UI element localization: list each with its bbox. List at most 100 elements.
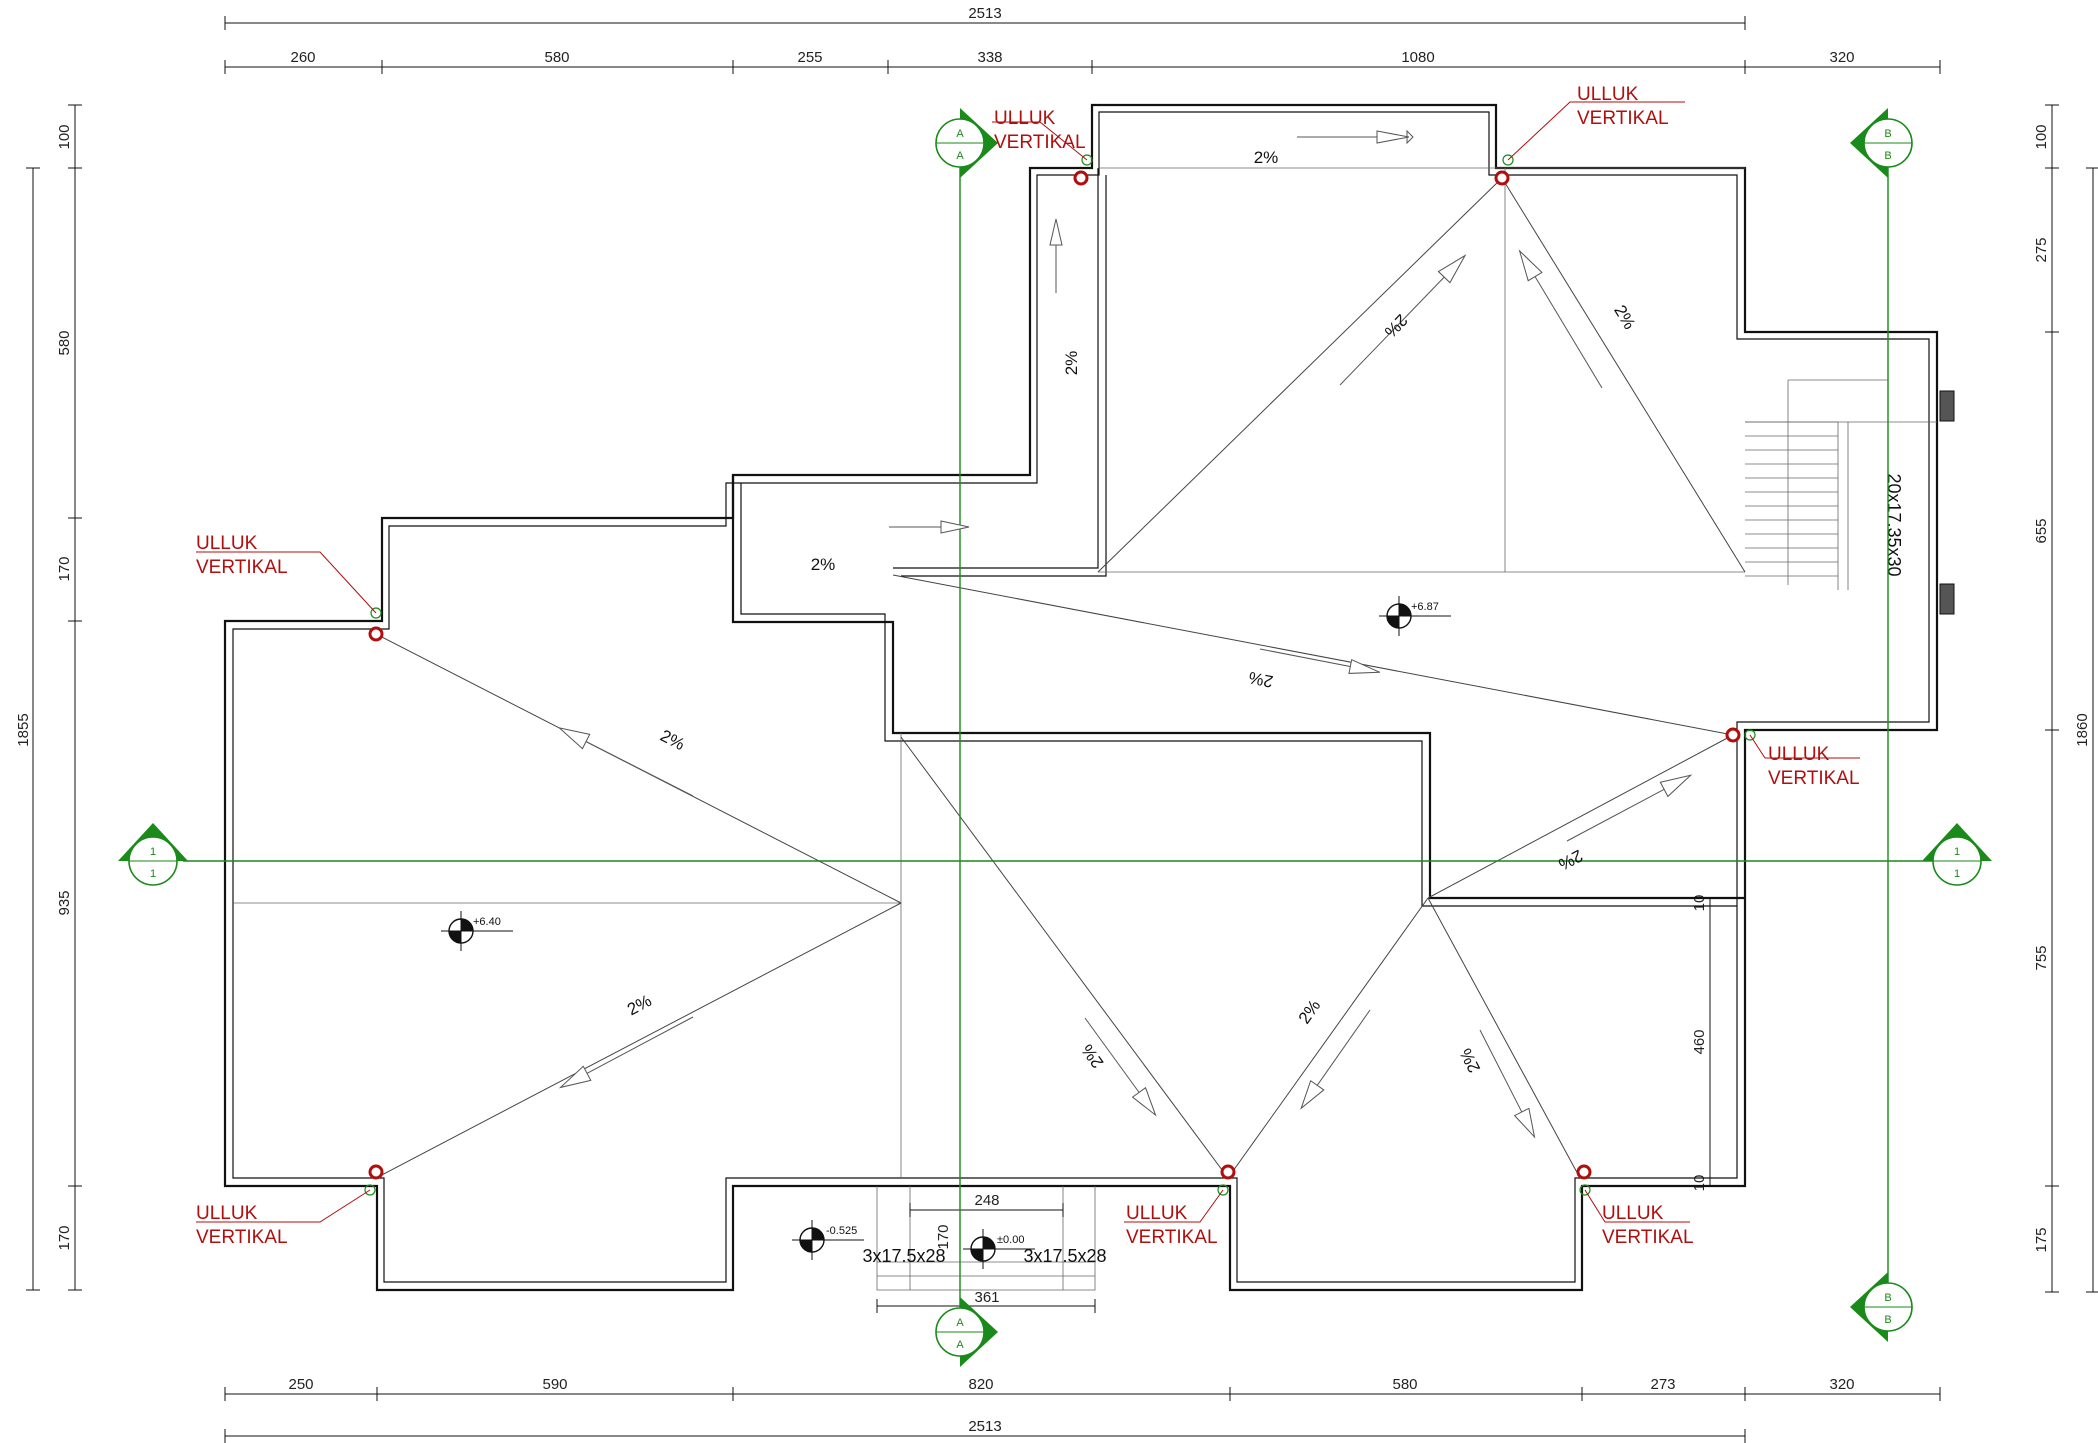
section-a-label: A xyxy=(956,150,964,162)
slope-label: 2% xyxy=(1555,846,1586,874)
section-b-label: B xyxy=(1884,128,1891,140)
elevation-label: +6.87 xyxy=(1411,601,1439,613)
dim-right-total: 1860 xyxy=(2074,713,2091,746)
drain-label: ULLUK xyxy=(1602,1203,1664,1224)
drain-points: ULLUK VERTIKAL ULLUK VERTIKAL ULLUK VERT… xyxy=(196,84,1860,1248)
drain-label: VERTIKAL xyxy=(1577,108,1669,129)
dim-bottom-total: 2513 xyxy=(968,1418,1001,1435)
elevation-label: +6.40 xyxy=(473,916,501,928)
drain-icon xyxy=(1073,170,1089,186)
slope-arrow-icon xyxy=(889,520,970,534)
dim-left-segment: 580 xyxy=(56,330,73,355)
dim-right-segment: 655 xyxy=(2033,518,2050,543)
slope-arrow-icon xyxy=(1479,1029,1536,1139)
dim-top-segment: 338 xyxy=(977,49,1002,66)
drain-label: VERTIKAL xyxy=(196,557,288,578)
dim-inner-460: 460 xyxy=(1691,1029,1708,1054)
dim-stair-170: 170 xyxy=(935,1224,952,1249)
section-marker-a-top: A A xyxy=(935,108,998,178)
drain-icon xyxy=(1220,1164,1236,1180)
slope-arrows xyxy=(557,129,1693,1139)
east-staircase: 20x17.35x30 xyxy=(1745,331,1955,730)
slope-arrow-icon xyxy=(557,727,694,797)
stair-label-south-right: 3x17.5x28 xyxy=(1023,1246,1106,1266)
dim-bottom-segment: 580 xyxy=(1392,1376,1417,1393)
elevation-marker-roof-low: +6.40 xyxy=(441,911,513,951)
slope-arrow-icon xyxy=(1049,218,1063,293)
elevation-label: ±0.00 xyxy=(997,1234,1024,1246)
slope-arrow-icon xyxy=(1566,774,1693,842)
slope-arrow-icon xyxy=(1084,1017,1157,1117)
slope-arrow-icon xyxy=(558,1016,694,1089)
dim-bottom-segment: 820 xyxy=(968,1376,993,1393)
drain-label: VERTIKAL xyxy=(1602,1227,1694,1248)
slope-label: 2% xyxy=(1254,148,1279,167)
drain-label: ULLUK xyxy=(1577,84,1639,105)
slope-label: 2% xyxy=(1078,1041,1108,1072)
slope-label: 2% xyxy=(811,555,836,574)
drain-icon xyxy=(368,1164,384,1180)
section-b-label: B xyxy=(1884,150,1891,162)
dim-left-segment: 100 xyxy=(56,124,73,149)
section-1-label: 1 xyxy=(150,846,156,858)
drain-icon xyxy=(368,626,384,642)
section-marker-1-right: 1 1 xyxy=(1922,823,1992,886)
drain-label: ULLUK xyxy=(1768,744,1830,765)
slope-labels: 2% 2% 2% 2% 2% 2% 2% 2% 2% 2% 2% 2% xyxy=(624,148,1639,1076)
section-1-label: 1 xyxy=(1954,846,1960,858)
dim-left-segment: 935 xyxy=(56,890,73,915)
section-1-label: 1 xyxy=(150,868,156,880)
section-lines xyxy=(183,164,1935,1311)
section-marker-a-bottom: A A xyxy=(935,1297,998,1367)
dim-inner-10: 10 xyxy=(1691,1175,1708,1192)
slope-arrow-icon xyxy=(1297,129,1414,145)
section-marker-1-left: 1 1 xyxy=(118,823,188,886)
stair-label-south-left: 3x17.5x28 xyxy=(862,1246,945,1266)
drain-label: ULLUK xyxy=(1126,1203,1188,1224)
dim-left-segment: 170 xyxy=(56,556,73,581)
slope-label: 2% xyxy=(657,726,688,754)
slope-label: 2% xyxy=(1062,351,1081,376)
drain-icon xyxy=(1494,170,1510,186)
dimension-labels: 2513 260 580 255 338 1080 320 250 590 82… xyxy=(15,5,2091,1435)
dim-top-segment: 260 xyxy=(290,49,315,66)
elevation-marker-entry: -0.525 xyxy=(792,1220,864,1260)
ridge-lines xyxy=(375,177,1746,1179)
drain-label: VERTIKAL xyxy=(196,1227,288,1248)
dim-top-segment: 255 xyxy=(797,49,822,66)
drain-label: ULLUK xyxy=(196,533,258,554)
dim-bottom-segment: 590 xyxy=(542,1376,567,1393)
dim-bottom-segment: 320 xyxy=(1829,1376,1854,1393)
slope-label: 2% xyxy=(1295,996,1325,1027)
dim-bottom-segment: 250 xyxy=(288,1376,313,1393)
section-a-label: A xyxy=(956,1339,964,1351)
elevation-label: -0.525 xyxy=(826,1225,857,1237)
dim-stair-361: 361 xyxy=(974,1289,999,1306)
slope-arrow-icon xyxy=(1300,1009,1371,1110)
section-marker-b-bottom: B B xyxy=(1850,1272,1913,1342)
section-a-label: A xyxy=(956,128,964,140)
drain-label: VERTIKAL xyxy=(994,132,1086,153)
dim-bottom-segment: 273 xyxy=(1650,1376,1675,1393)
dim-right-segment: 175 xyxy=(2033,1227,2050,1252)
section-a-label: A xyxy=(956,1317,964,1329)
drain-label: VERTIKAL xyxy=(1768,768,1860,789)
dim-top-segment: 1080 xyxy=(1401,49,1434,66)
slope-label: 2% xyxy=(1456,1045,1484,1076)
dimension-lines xyxy=(26,16,2098,1443)
dim-stair-248: 248 xyxy=(974,1192,999,1209)
drain-label: VERTIKAL xyxy=(1126,1227,1218,1248)
dim-top-segment: 580 xyxy=(544,49,569,66)
section-marker-b-top: B B xyxy=(1850,108,1913,178)
section-1-label: 1 xyxy=(1954,868,1960,880)
elevation-marker-roof-high: +6.87 xyxy=(1379,596,1451,636)
dim-right-segment: 755 xyxy=(2033,945,2050,970)
section-b-label: B xyxy=(1884,1314,1891,1326)
roof-outline xyxy=(223,103,1939,1292)
slope-label: 2% xyxy=(624,991,655,1019)
dim-right-segment: 100 xyxy=(2033,124,2050,149)
south-entry-stair: 248 170 361 3x17.5x28 3x17.5x28 xyxy=(862,1186,1107,1313)
drain-label: ULLUK xyxy=(196,1203,258,1224)
slope-arrow-icon xyxy=(1339,254,1467,386)
